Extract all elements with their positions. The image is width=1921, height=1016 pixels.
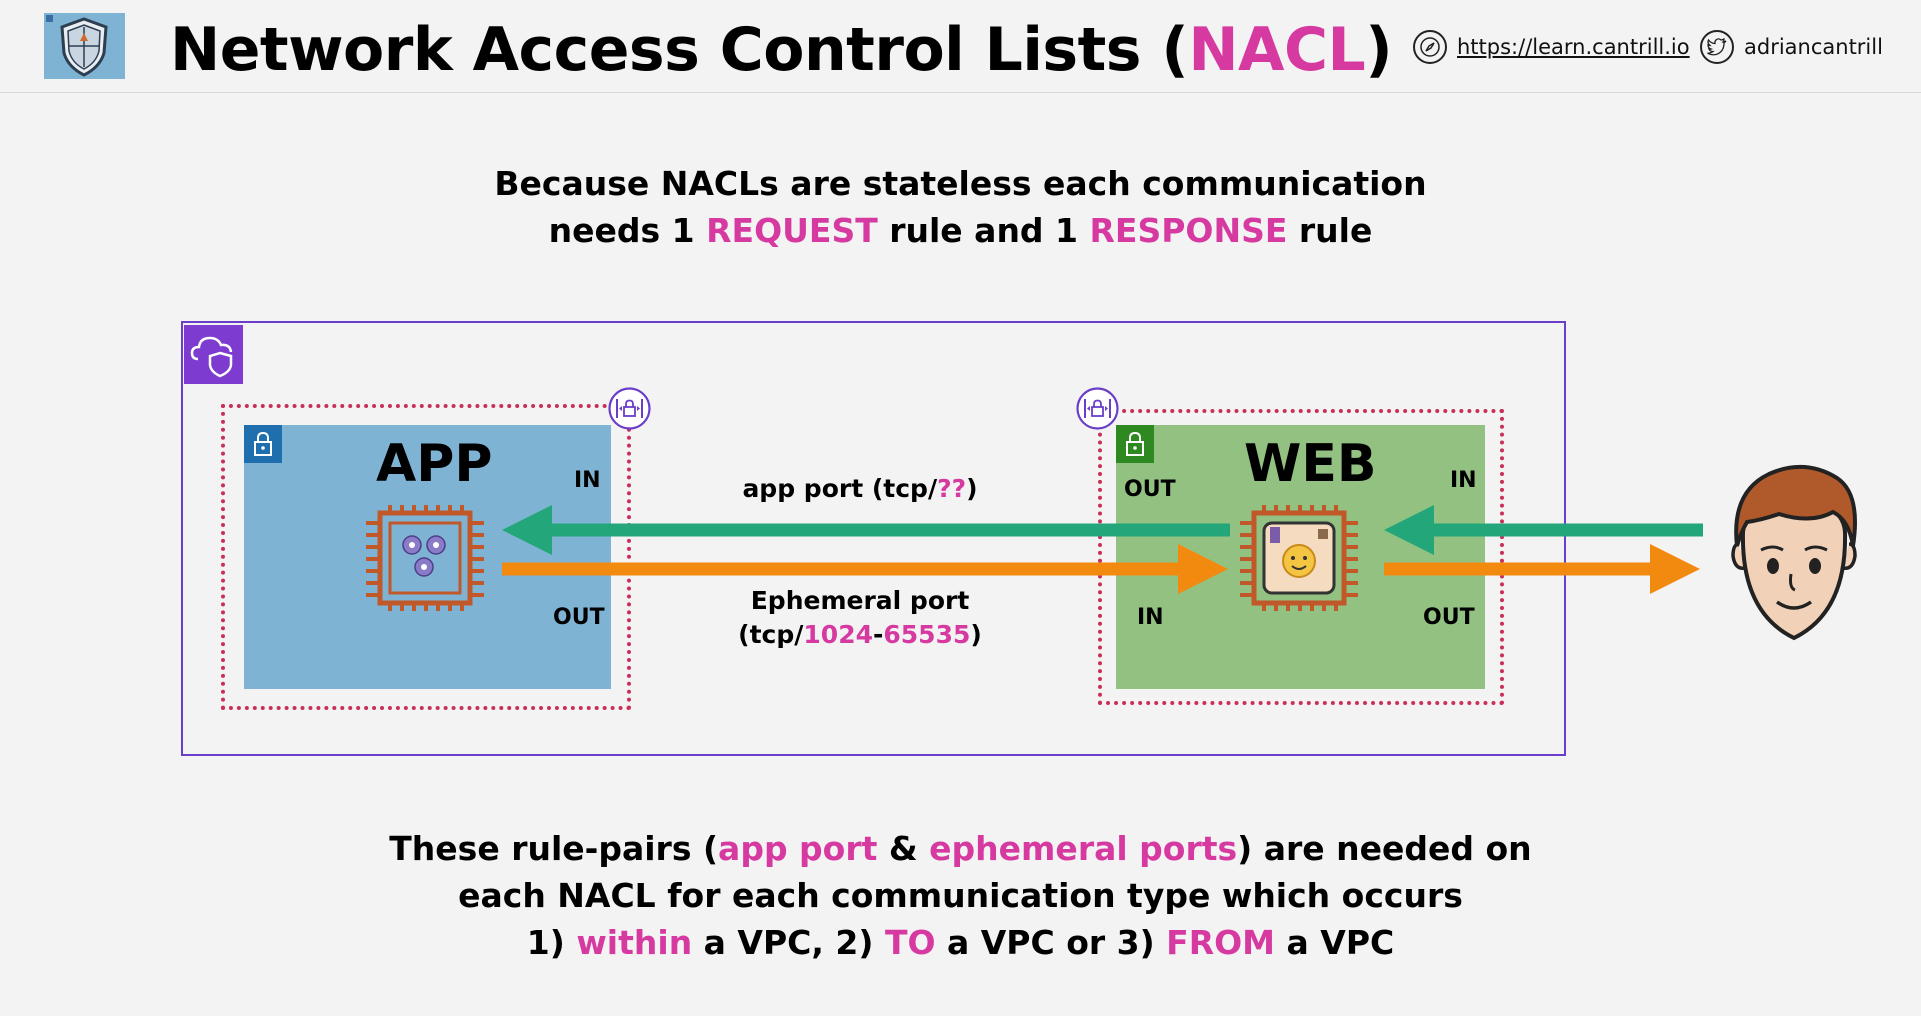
website-link-text[interactable]: https://learn.cantrill.io [1457,35,1690,59]
statement-line-1: Because NACLs are stateless each communi… [494,164,1427,203]
app-title: APP [376,434,493,494]
header-bar [0,0,1921,93]
rule-pairs-statement: These rule-pairs (app port & ephemeral p… [0,825,1921,966]
shield-logo-icon [44,13,125,79]
app-out-label: OUT [553,605,605,630]
response-arrow-web-to-user [1384,544,1700,594]
app-instance-chip-icon [364,497,486,619]
stateless-statement: Because NACLs are stateless each communi… [0,160,1921,254]
twitter-bird-icon [1700,30,1734,64]
web-title: WEB [1244,434,1377,494]
twitter-link[interactable]: adriancantrill [1700,29,1883,65]
vpc-cloud-shield-icon [184,325,243,384]
rule-pairs-line-1: These rule-pairs (app port & ephemeral p… [389,829,1532,868]
web-nacl-boundary [1098,409,1504,705]
compass-icon [1413,30,1447,64]
web-left-out-label: OUT [1124,477,1176,502]
ephemeral-port-label: Ephemeral port (tcp/1024-65535) [738,586,982,649]
app-port-label: app port (tcp/??) [742,474,978,503]
web-instance-chip-icon [1238,497,1360,619]
response-arrow-app-to-web [502,544,1228,594]
nacl-lock-icon [1076,387,1119,430]
request-arrow-web-to-app [502,505,1230,555]
web-right-in-label: IN [1450,468,1477,493]
padlock-icon [244,425,282,463]
app-in-label: IN [574,468,601,493]
request-keyword: REQUEST [706,211,878,250]
user-face-icon [1725,462,1863,644]
response-keyword: RESPONSE [1089,211,1288,250]
statement-line-2: needs 1 REQUEST rule and 1 RESPONSE rule [548,211,1373,250]
twitter-handle: adriancantrill [1744,35,1883,59]
app-nacl-boundary [221,404,631,710]
nacl-lock-icon [608,387,651,430]
web-left-in-label: IN [1137,605,1164,630]
website-link[interactable]: https://learn.cantrill.io [1413,29,1690,65]
vpc-boundary [181,321,1566,756]
request-arrow-user-to-web [1384,505,1703,555]
page-title: Network Access Control Lists (NACL) [170,15,1393,85]
padlock-icon [1116,425,1154,463]
rule-pairs-line-2: each NACL for each communication type wh… [458,876,1463,915]
rule-pairs-line-3: 1) within a VPC, 2) TO a VPC or 3) FROM … [526,923,1395,962]
web-right-out-label: OUT [1423,605,1475,630]
